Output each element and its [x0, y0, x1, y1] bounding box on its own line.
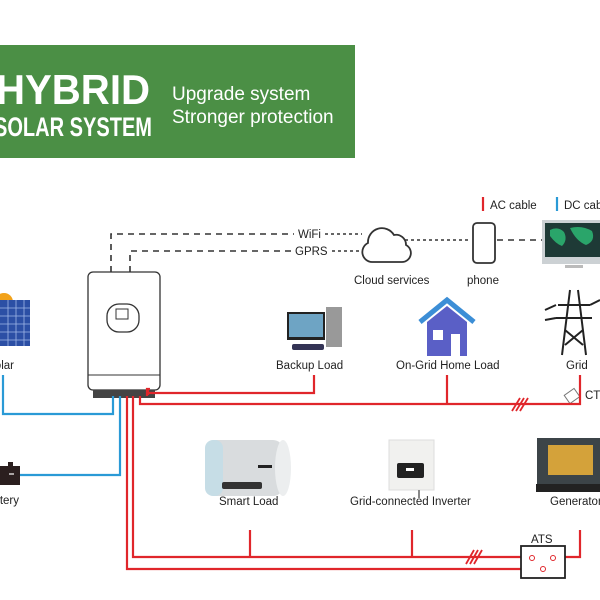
solar-panel-icon: [0, 293, 30, 346]
home-load-label: On-Grid Home Load: [396, 360, 500, 372]
grid-connected-inverter-icon: [388, 439, 435, 498]
phone-label: phone: [467, 275, 499, 287]
generator-label: Generator: [550, 496, 600, 508]
legend-ac-label: AC cable: [490, 200, 537, 212]
smart-load-ac-bus: [131, 396, 545, 559]
banner-subtitle-line2: Stronger protection: [172, 107, 334, 128]
backup-load-ac-cable: [145, 375, 316, 396]
monitor-icon: [542, 220, 600, 268]
cloud-icon: [361, 227, 412, 263]
banner-title-line2: SOLAR SYSTEM: [0, 112, 152, 142]
communication-links: WiFi GPRS: [110, 229, 542, 272]
main-ac-bus: [138, 375, 582, 406]
banner: HYBRID SOLAR SYSTEM Upgrade system Stron…: [0, 45, 355, 158]
hybrid-inverter-icon: [87, 271, 161, 398]
generator-icon: [536, 438, 600, 492]
ct-label: CT: [585, 390, 600, 402]
smart-load-water-heater-icon: [205, 440, 291, 496]
generator-ac-cable: [125, 396, 541, 571]
ats-switch: [520, 545, 566, 579]
three-phase-mark-lower-icon: [465, 549, 483, 565]
home-icon: [418, 296, 476, 356]
battery-label: Battery: [0, 495, 19, 507]
banner-subtitle-line1: Upgrade system: [172, 84, 310, 105]
battery-icon: [0, 462, 20, 485]
banner-background: [0, 45, 355, 158]
backup-load-computer-icon: [287, 307, 342, 350]
smart-load-label: Smart Load: [219, 496, 278, 508]
three-phase-mark-icon: [511, 397, 529, 412]
battery-dc-cable: [20, 396, 122, 477]
solar-dc-cable: [1, 375, 115, 416]
wifi-label: WiFi: [298, 229, 321, 241]
ct-sensor-icon: [563, 387, 581, 405]
grid-label: Grid: [566, 360, 588, 372]
banner-title-line1: HYBRID: [0, 66, 150, 113]
cloud-services-label: Cloud services: [354, 275, 430, 287]
grid-tower-icon: [544, 289, 600, 356]
solar-label: Solar: [0, 360, 14, 372]
legend: AC cable DC cable: [481, 197, 600, 212]
legend-dc-label: DC cable: [564, 200, 600, 212]
gprs-label: GPRS: [295, 246, 328, 258]
ats-label: ATS: [531, 534, 553, 546]
phone-icon: [472, 222, 496, 264]
backup-load-label: Backup Load: [276, 360, 343, 372]
grid-inverter-label: Grid-connected Inverter: [350, 496, 471, 508]
